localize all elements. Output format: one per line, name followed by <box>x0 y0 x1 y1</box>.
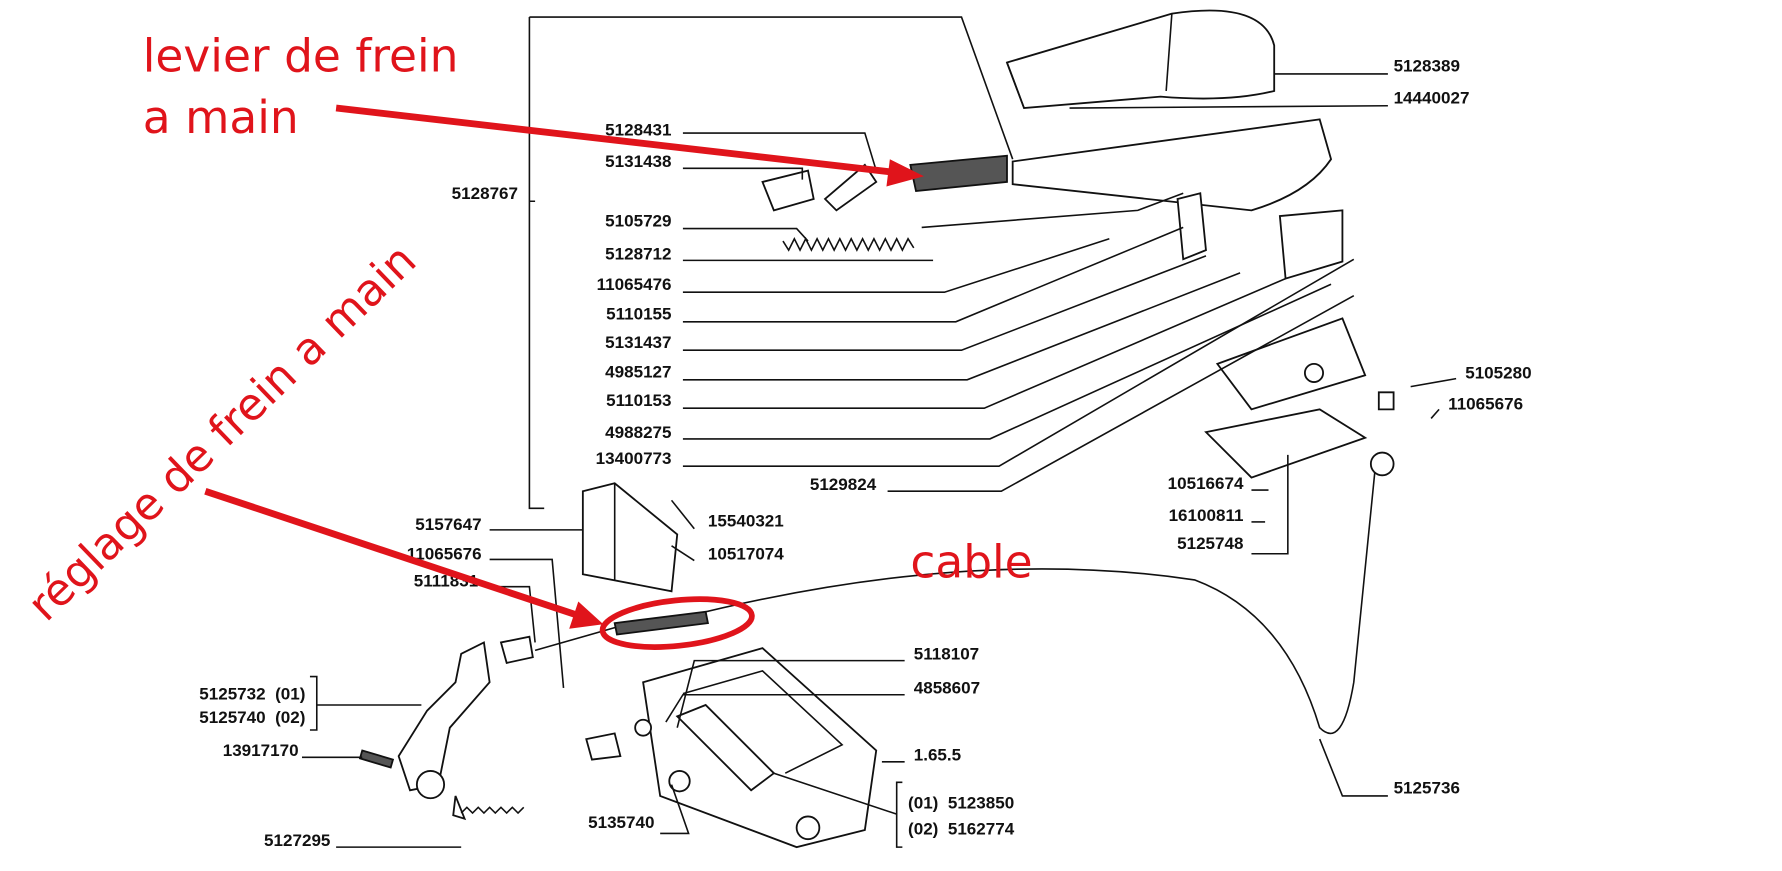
part-label: 11065476 <box>597 275 672 294</box>
part-label: 4985127 <box>605 363 671 382</box>
part-label: 1.65.5 <box>914 746 961 765</box>
part-label: 5129824 <box>810 475 877 494</box>
part-label: 5125736 <box>1394 779 1460 798</box>
mounting-plate <box>581 482 679 593</box>
part-label: 5131437 <box>605 333 671 352</box>
brake-arm <box>358 641 525 821</box>
part-label: 5135740 <box>588 813 654 832</box>
handbrake-lever <box>761 118 1344 280</box>
part-label: 5128767 <box>452 184 518 203</box>
spring <box>782 237 915 252</box>
part-label: 10517074 <box>708 544 784 563</box>
adjust-arrowhead <box>569 601 604 629</box>
part-label: 5125748 <box>1177 534 1243 553</box>
part-label: 15540321 <box>708 511 784 530</box>
part-label: 5127295 <box>264 831 330 850</box>
part-label: 5128712 <box>605 244 671 263</box>
part-label: 5105729 <box>605 211 671 230</box>
part-label: 5110155 <box>606 305 671 324</box>
part-label: 5118107 <box>914 645 979 664</box>
part-label: 11065676 <box>1448 394 1523 413</box>
part-label: 4988275 <box>605 423 671 442</box>
handbrake-cover <box>1005 9 1276 109</box>
part-label: 4858607 <box>914 679 980 698</box>
part-label: 5131438 <box>605 152 671 171</box>
adjust-arrow <box>204 487 582 620</box>
part-label: 5110153 <box>606 391 671 410</box>
part-label: 5125732 (01) <box>199 684 305 703</box>
part-label: 5128431 <box>605 120 671 139</box>
part-label: 5157647 <box>415 515 481 534</box>
part-label: (01) 5123850 <box>908 793 1014 812</box>
part-label: 16100811 <box>1169 506 1244 525</box>
part-label: (02) 5162774 <box>908 820 1015 839</box>
part-label: 10516674 <box>1168 474 1244 493</box>
part-label: 5128389 <box>1394 57 1460 76</box>
leader-lines <box>301 16 1457 848</box>
lever-annotation-line2: a main <box>143 91 299 144</box>
brake-housing <box>585 647 878 849</box>
part-label: 5105280 <box>1465 364 1531 383</box>
cable-annotation: cable <box>910 536 1032 589</box>
adjust-annotation: réglage de frein a main <box>18 235 426 631</box>
part-label: 14440027 <box>1394 88 1470 107</box>
adjuster-highlight-ellipse <box>599 596 755 650</box>
brake-cable <box>499 391 1395 734</box>
lever-arrowhead <box>886 159 924 187</box>
part-label: 13400773 <box>596 449 672 468</box>
part-label: 13917170 <box>223 741 299 760</box>
lever-arrow <box>335 104 900 177</box>
lever-bracket <box>1204 317 1368 479</box>
part-labels: 5128389 14440027 5128431 5131438 5128767… <box>199 57 1531 850</box>
lever-annotation-line1: levier de frein <box>143 30 459 83</box>
part-label: 11065676 <box>407 544 482 563</box>
part-label: 5125740 (02) <box>199 708 305 727</box>
